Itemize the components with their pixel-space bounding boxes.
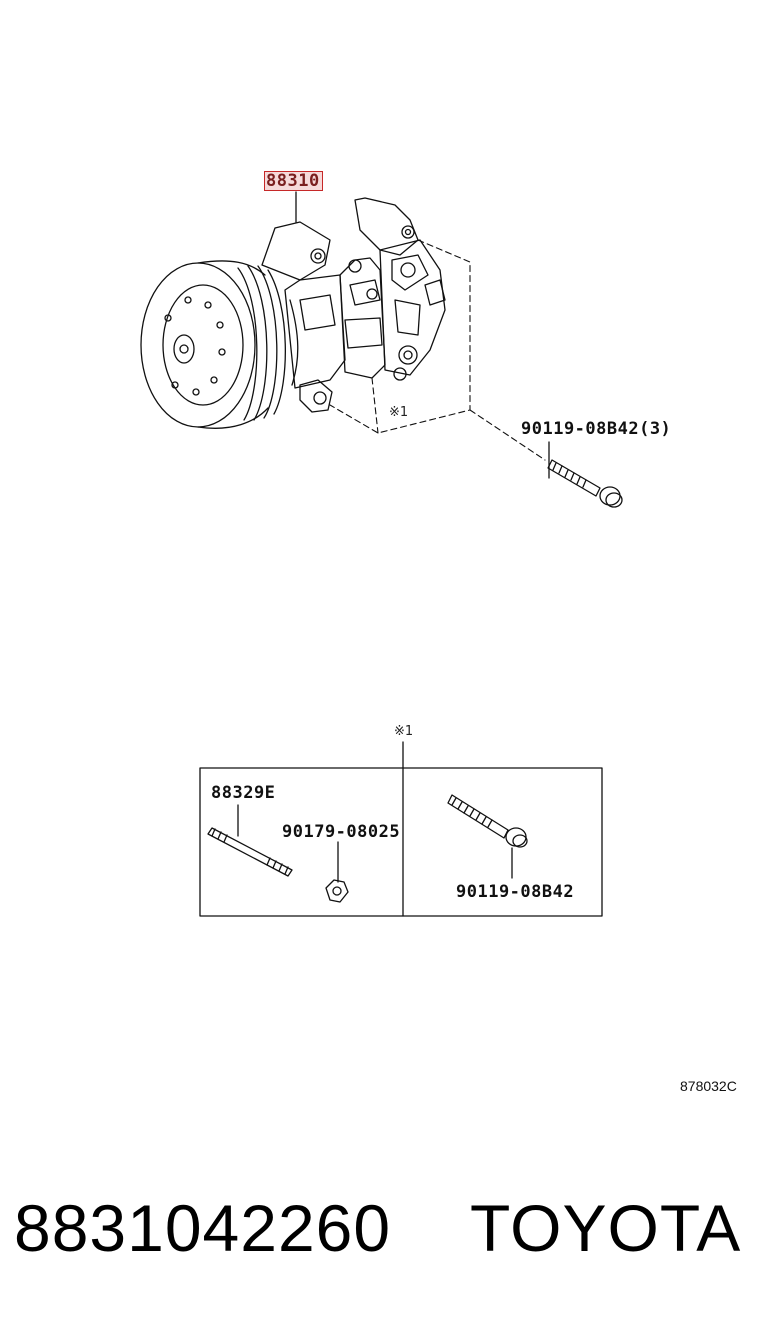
part-label-bolt-detail[interactable]: 90119-08B42 [456,882,575,902]
part-number: 8831042260 [14,1191,392,1265]
diagram-ref-code: 878032C [680,1078,737,1094]
detail-box [199,741,603,917]
bolt-detail [447,794,528,848]
pulley [140,260,286,429]
detail-mark: ※1 [394,724,414,739]
bolt-top [547,459,623,508]
nut-90179 [325,879,349,903]
stud-88329e [207,827,293,877]
dashed-group-outline [329,239,546,461]
ref-mark: ※1 [389,405,409,420]
compressor-body [261,197,446,413]
part-label-88329e[interactable]: 88329E [211,783,276,803]
highlight-box [264,171,323,191]
brand-name: TOYOTA [470,1191,742,1265]
part-label-88310[interactable]: 88310 [266,171,320,191]
part-label-90179[interactable]: 90179-08025 [282,822,401,842]
part-label-bolt-top[interactable]: 90119-08B42(3) [521,419,672,439]
